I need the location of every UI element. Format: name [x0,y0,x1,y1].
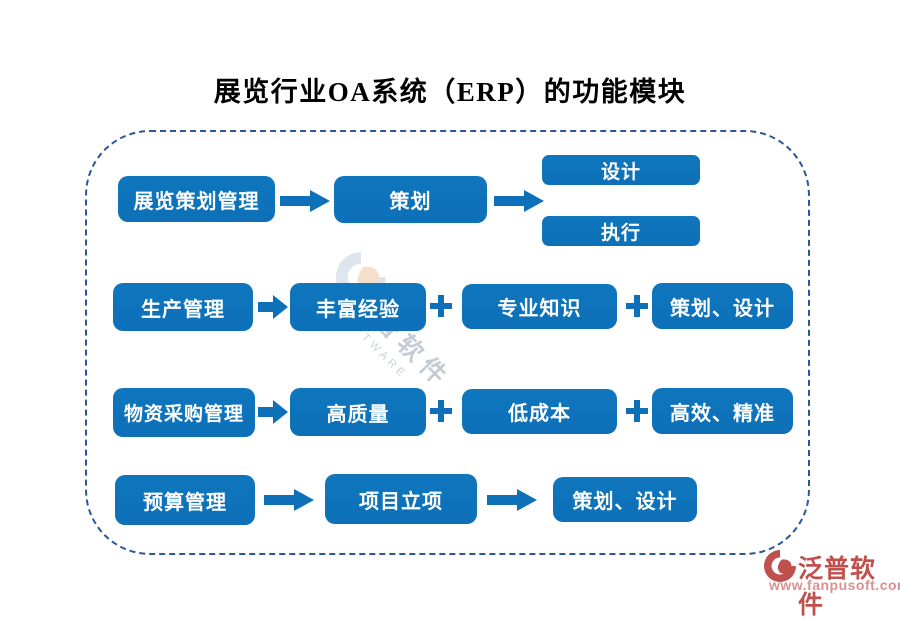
node-design: 设计 [542,155,700,185]
node-production-management: 生产管理 [113,283,253,331]
arrow-right-icon [280,190,330,212]
plus-icon [626,400,648,422]
node-low-cost: 低成本 [462,389,617,434]
arrow-right-small-icon [258,399,288,425]
node-planning-design-output: 策划、设计 [553,477,697,522]
node-rich-experience: 丰富经验 [290,283,426,331]
node-planning-design: 策划、设计 [652,283,793,329]
plus-icon [430,400,452,422]
arrow-right-icon [487,489,537,511]
arrow-right-icon [494,190,544,212]
node-budget-management: 预算管理 [115,475,255,525]
node-high-quality: 高质量 [290,388,426,436]
plus-icon [430,295,452,317]
diagram-frame [85,130,810,555]
arrow-right-small-icon [258,294,288,320]
node-professional-knowledge: 专业知识 [462,284,617,329]
node-planning-stage: 策划 [334,176,487,223]
node-project-initiation: 项目立项 [325,474,477,524]
node-material-procurement: 物资采购管理 [113,388,255,437]
fanpu-logo-icon [764,550,796,582]
arrow-right-icon [264,489,314,511]
node-exhibition-planning: 展览策划管理 [118,176,275,222]
page-title: 展览行业OA系统（ERP）的功能模块 [213,77,687,107]
plus-icon [626,295,648,317]
node-execution: 执行 [542,216,700,246]
node-efficient-accurate: 高效、精准 [652,388,793,434]
brand-website: www.fanpusoft.com [769,577,900,593]
